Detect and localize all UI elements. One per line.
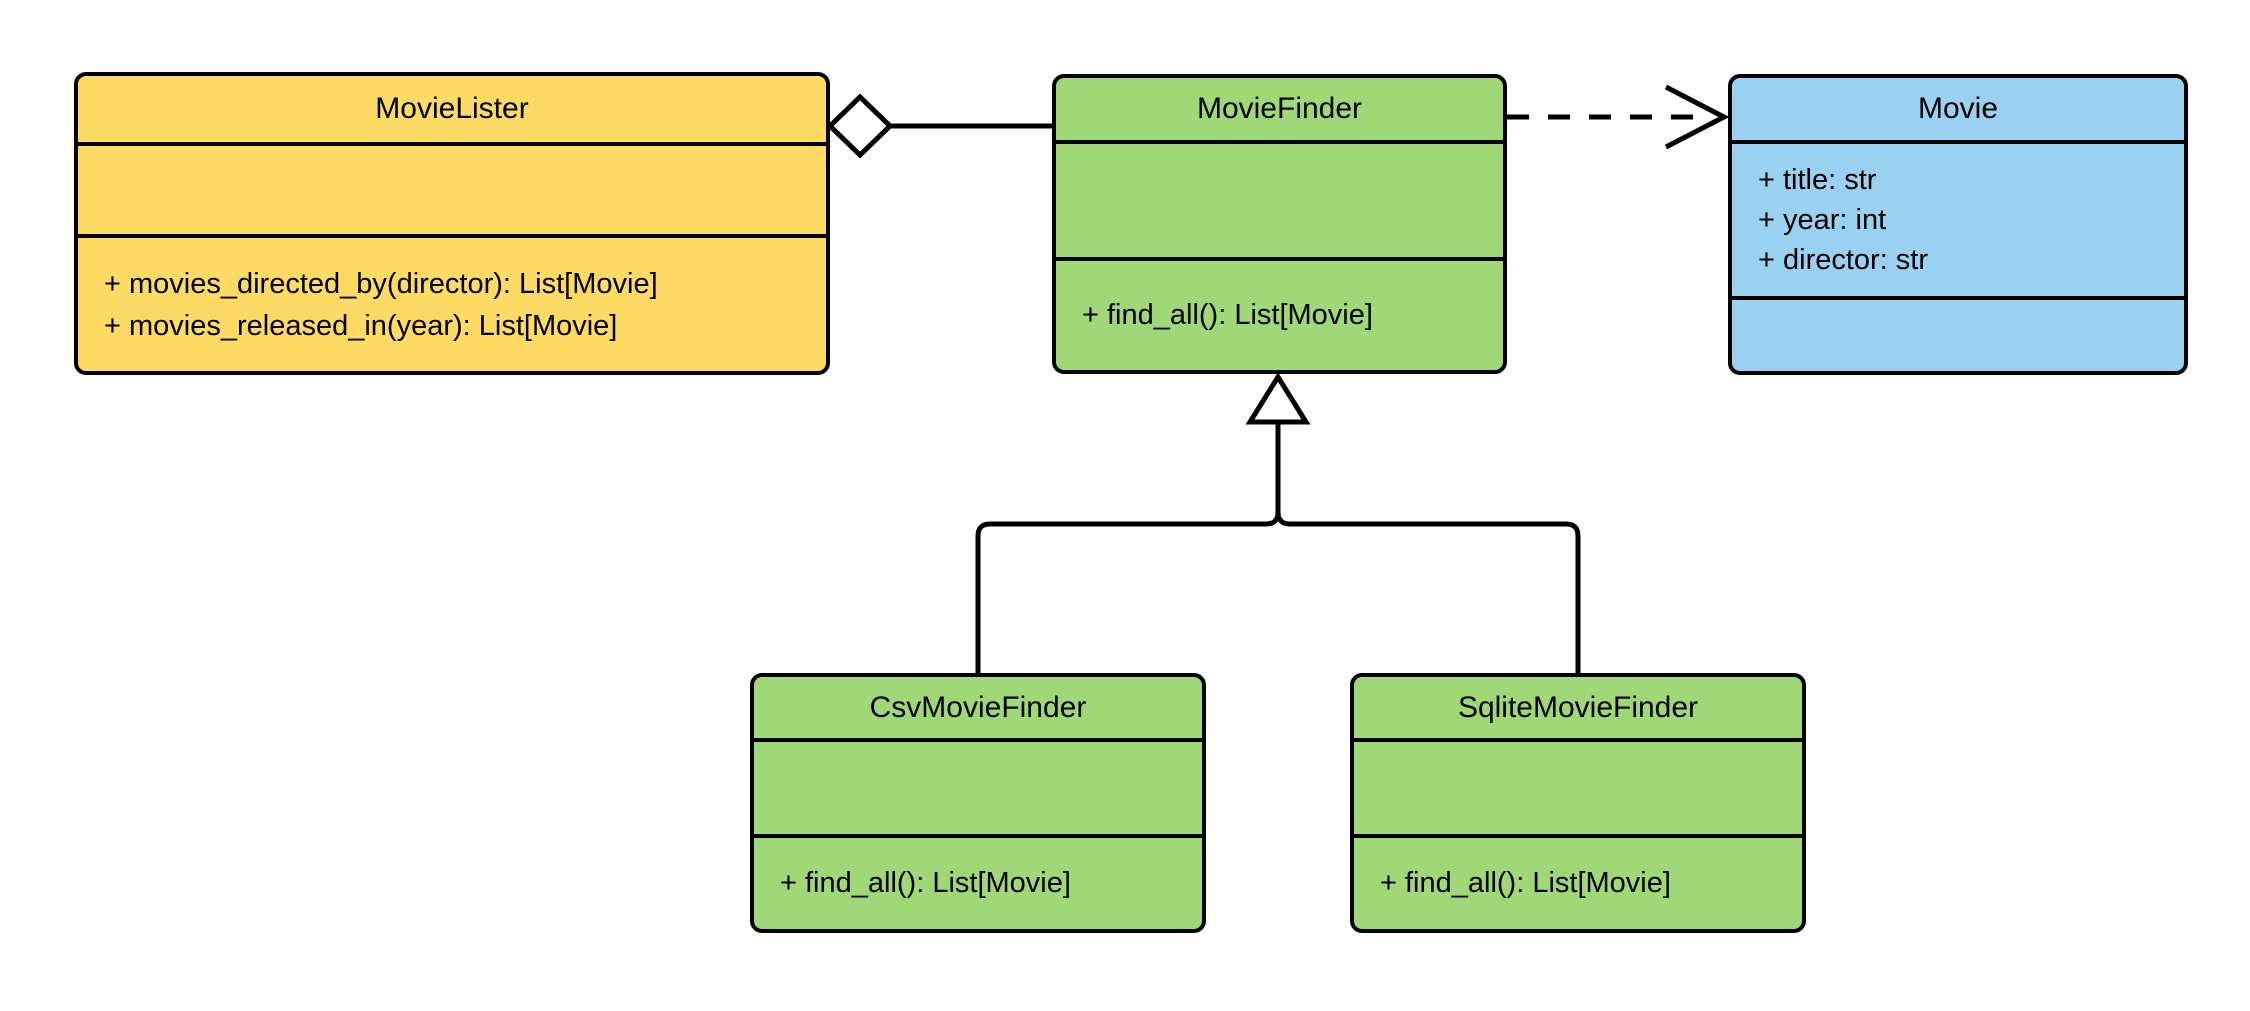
class-moviefinder[interactable]: MovieFinder + find_all(): List[Movie] — [1052, 74, 1507, 374]
class-attributes-compartment — [1056, 144, 1503, 261]
class-title-compartment: MovieFinder — [1056, 78, 1503, 144]
class-movie[interactable]: Movie + title: str + year: int + directo… — [1728, 74, 2188, 375]
class-csvmoviefinder[interactable]: CsvMovieFinder + find_all(): List[Movie] — [750, 673, 1206, 933]
class-title-compartment: MovieLister — [78, 76, 826, 146]
inheritance-line-right — [1275, 422, 1581, 673]
method-label: + find_all(): List[Movie] — [1380, 867, 1671, 899]
hollow-triangle-icon — [1245, 372, 1311, 425]
method-label: + find_all(): List[Movie] — [1082, 299, 1373, 331]
hollow-diamond-icon — [826, 93, 894, 159]
class-name-label: MovieFinder — [1196, 92, 1363, 125]
class-methods-compartment: + find_all(): List[Movie] — [754, 838, 1202, 929]
dependency-connector-moviefinder-movie — [1507, 84, 1730, 150]
class-title-compartment: CsvMovieFinder — [754, 677, 1202, 742]
attribute-label: + title: str — [1758, 164, 1877, 196]
class-attributes-compartment — [78, 146, 826, 238]
inheritance-connector-sqlitemoviefinder-moviefinder — [1275, 422, 1581, 673]
open-arrowhead-icon — [1664, 84, 1730, 150]
class-methods-compartment: + find_all(): List[Movie] — [1056, 261, 1503, 370]
class-attributes-compartment: + title: str + year: int + director: str — [1732, 144, 2184, 300]
method-label: + movies_released_in(year): List[Movie] — [104, 309, 618, 342]
class-attributes-compartment — [754, 742, 1202, 838]
class-methods-compartment — [1732, 300, 2184, 371]
class-methods-compartment: + find_all(): List[Movie] — [1354, 838, 1802, 929]
inheritance-line-left — [975, 422, 1281, 673]
method-label: + movies_directed_by(director): List[Mov… — [104, 267, 658, 300]
attribute-label: + year: int — [1758, 204, 1887, 236]
inheritance-connector-csvmoviefinder-moviefinder — [975, 422, 1281, 673]
class-methods-compartment: + movies_directed_by(director): List[Mov… — [78, 238, 826, 371]
class-attributes-compartment — [1354, 742, 1802, 838]
class-name-label: SqliteMovieFinder — [1457, 690, 1699, 724]
aggregation-connector-movielister-moviefinder — [826, 93, 1052, 159]
class-name-label: MovieLister — [375, 92, 529, 125]
method-label: + find_all(): List[Movie] — [780, 867, 1071, 899]
class-name-label: Movie — [1917, 92, 1999, 125]
attribute-label: + director: str — [1758, 244, 1929, 276]
class-title-compartment: SqliteMovieFinder — [1354, 677, 1802, 742]
class-title-compartment: Movie — [1732, 78, 2184, 144]
class-sqlitemoviefinder[interactable]: SqliteMovieFinder + find_all(): List[Mov… — [1350, 673, 1806, 933]
class-name-label: CsvMovieFinder — [869, 690, 1087, 724]
class-movielister[interactable]: MovieLister + movies_directed_by(directo… — [74, 72, 830, 375]
